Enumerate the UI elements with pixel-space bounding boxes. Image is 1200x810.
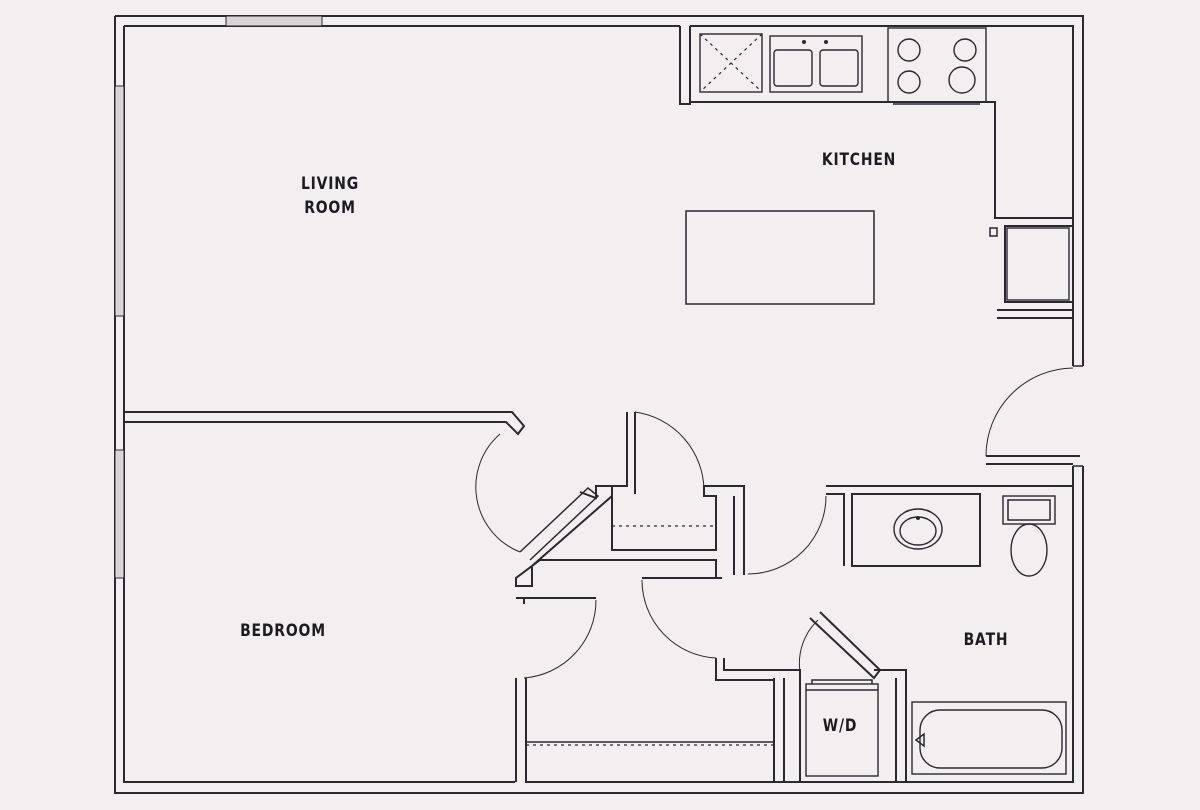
bedroom-closet-door-swing <box>523 599 597 679</box>
bathtub <box>911 701 1067 775</box>
living-room-label-line2: ROOM <box>304 198 356 218</box>
living-room-label-line1: LIVING <box>300 174 360 194</box>
hall-closet <box>515 411 745 604</box>
window-top <box>225 15 323 27</box>
dishwasher <box>699 33 763 93</box>
kitchen-label: KITCHEN <box>821 150 897 170</box>
bath-sink <box>893 508 943 550</box>
bedroom-closet <box>515 599 785 782</box>
bedroom-wall <box>124 411 600 561</box>
bath-label: BATH <box>963 630 1009 650</box>
washer-dryer-label: W/D <box>822 716 858 736</box>
stove <box>887 27 987 103</box>
outer-walls <box>114 15 1084 794</box>
closet-door-swing <box>634 411 705 491</box>
washer-dryer <box>805 683 879 777</box>
kitchen-sink <box>769 35 863 93</box>
bath-walls <box>747 485 1073 775</box>
window-bedroom <box>114 449 125 579</box>
laundry-door-swing <box>641 579 717 659</box>
bedroom-label: BEDROOM <box>240 621 326 641</box>
kitchen-island <box>685 210 875 305</box>
window-living <box>114 85 125 317</box>
kitchen-counter <box>679 26 1073 319</box>
laundry-closet <box>641 579 907 782</box>
windows <box>114 15 323 579</box>
living-room-label: LIVING ROOM <box>289 172 371 220</box>
bath-door-swing <box>747 495 827 575</box>
refrigerator <box>1006 227 1070 301</box>
bedroom-door-swing <box>475 433 521 553</box>
entry-door-swing <box>985 367 1074 457</box>
